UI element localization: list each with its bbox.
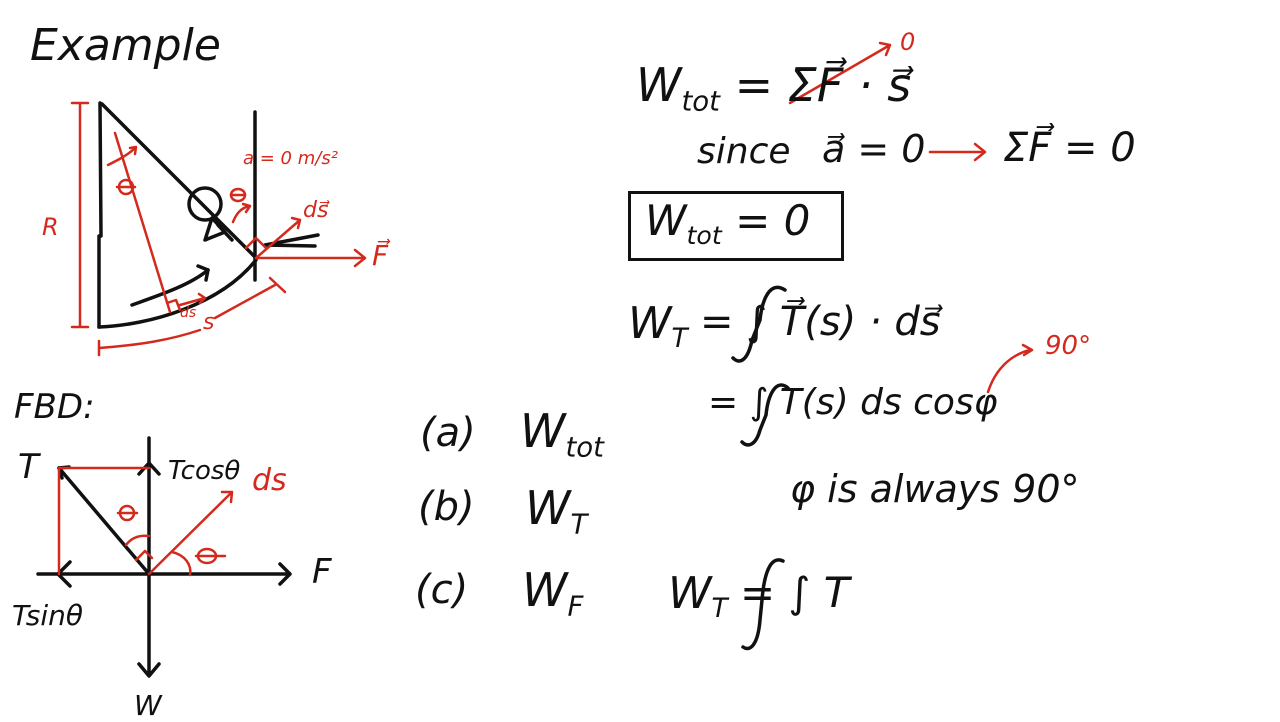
boxed-result xyxy=(628,191,844,261)
ds-label: ds xyxy=(180,305,197,321)
wt2-subscript: T xyxy=(711,593,728,625)
fbd-annotations xyxy=(57,466,234,577)
question-c-label: (c) xyxy=(415,567,469,613)
question-c-symbol: W xyxy=(522,563,568,617)
incline-annotations xyxy=(70,101,367,357)
wt-rhs-line2: = ∫ T(s) ds cosφ xyxy=(708,382,998,423)
wt2-symbol: W xyxy=(668,568,712,619)
wtot-equation: Wtot = ΣF⃗ · s⃗ xyxy=(636,62,911,115)
equation-strokes xyxy=(731,285,790,651)
wt-rhs-line1: = ∫ T⃗(s) · ds⃗ xyxy=(700,299,941,345)
wt2-lhs: WT xyxy=(668,572,728,623)
fbd-tension-label: T xyxy=(18,447,39,487)
boxed-rhs: = 0 xyxy=(735,196,811,245)
force-label: F⃗ xyxy=(372,239,389,272)
boxed-symbol: W xyxy=(645,196,687,245)
fbd-strokes xyxy=(36,436,292,678)
wt-symbol: W xyxy=(628,298,672,349)
question-c-expr: WF xyxy=(522,567,583,620)
since-condition: a⃗ = 0 xyxy=(822,127,926,171)
question-a-subscript: tot xyxy=(565,430,605,464)
question-a-label: (a) xyxy=(420,410,476,456)
since-word: since xyxy=(697,131,791,172)
ds-vector-label: ds⃗ xyxy=(303,198,329,223)
question-a-symbol: W xyxy=(520,404,566,458)
cross-out-note: 0 xyxy=(900,28,916,56)
wt2-rhs: = ∫ T xyxy=(740,568,850,617)
fbd-tcos-label: Tcosθ xyxy=(168,456,241,486)
wtot-symbol: W xyxy=(636,58,682,112)
question-b-symbol: W xyxy=(525,481,571,535)
heading: Example xyxy=(30,20,221,71)
fbd-tsin-label: Tsinθ xyxy=(12,599,84,632)
s-label: s xyxy=(203,310,215,335)
question-c-subscript: F xyxy=(567,589,584,623)
wt-subscript: T xyxy=(671,323,688,355)
fbd-force-label: F xyxy=(312,552,332,592)
wtot-subscript: tot xyxy=(681,84,721,118)
since-result: ΣF⃗ = 0 xyxy=(1003,125,1136,171)
wt-lhs: WT xyxy=(628,302,688,353)
accel-label: a = 0 m/s² xyxy=(243,148,338,169)
question-b-label: (b) xyxy=(418,484,475,530)
phi-statement: φ is always 90° xyxy=(790,467,1080,511)
incline-sketch xyxy=(97,101,320,329)
equation-annotations xyxy=(788,41,1034,394)
question-b-expr: WT xyxy=(525,485,587,538)
question-b-subscript: T xyxy=(570,507,588,541)
boxed-equation: Wtot = 0 xyxy=(645,200,810,248)
boxed-subscript: tot xyxy=(686,220,722,250)
radius-label: R xyxy=(42,213,59,241)
phi-note: 90° xyxy=(1045,331,1092,361)
fbd-ds-label: ds xyxy=(252,463,287,498)
wtot-rhs: = ΣF⃗ · s⃗ xyxy=(734,58,912,112)
fbd-title: FBD: xyxy=(14,387,95,427)
question-a-expr: Wtot xyxy=(520,408,604,461)
fbd-weight-label: W xyxy=(134,689,162,722)
